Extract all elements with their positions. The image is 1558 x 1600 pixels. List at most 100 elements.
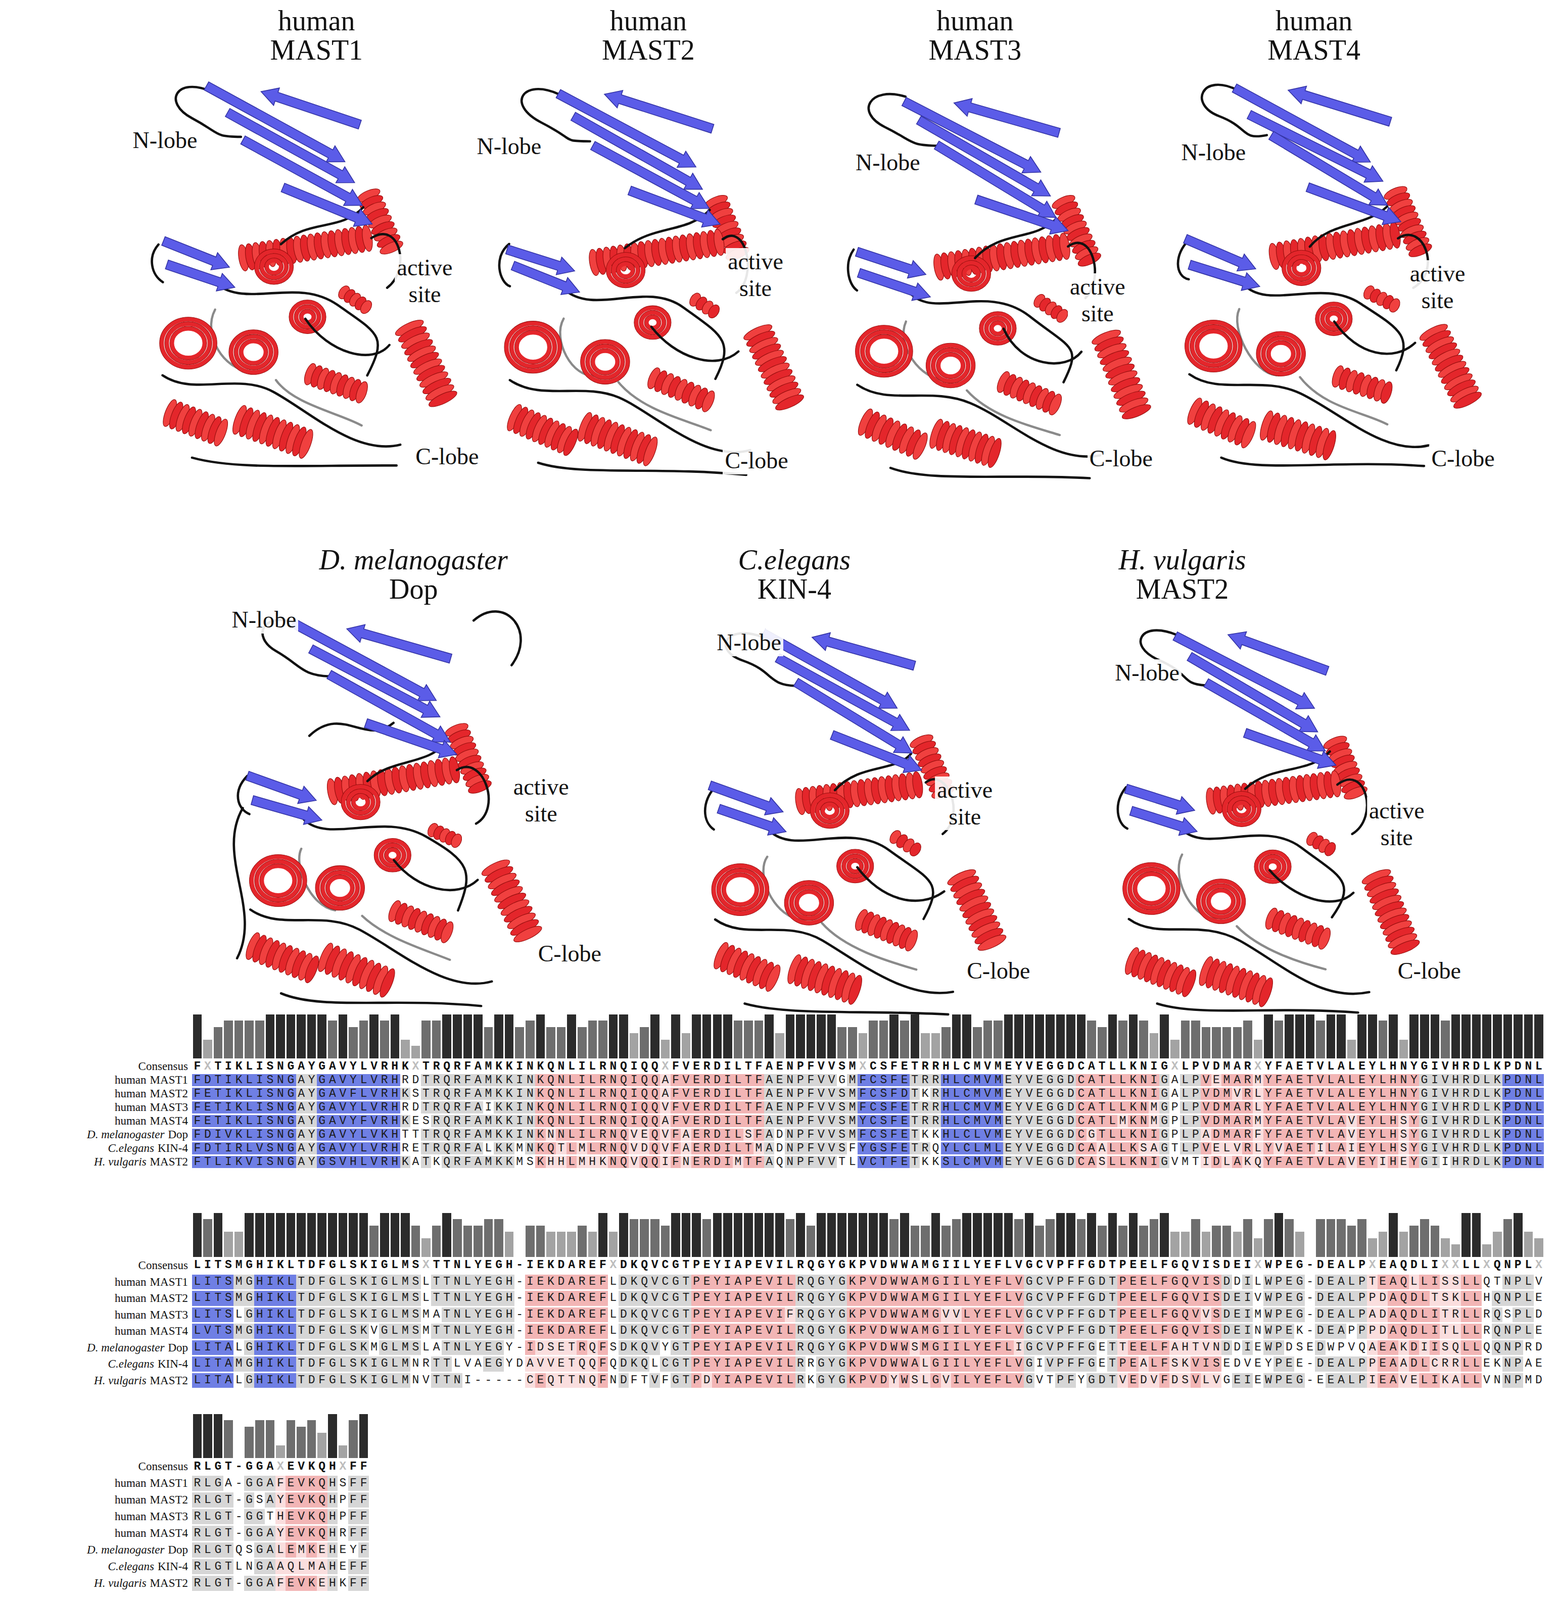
residue: K [1127, 1142, 1139, 1155]
loop [250, 909, 492, 984]
panel-title: MAST2 [1136, 573, 1230, 605]
conservation-bar [1305, 1014, 1315, 1059]
residue: R [1460, 1128, 1472, 1142]
residue: D [1065, 1115, 1077, 1128]
residue: I [1429, 1128, 1441, 1142]
helix-end-on [1282, 250, 1321, 286]
conservation-bar [577, 1027, 587, 1059]
residue: C [868, 1115, 879, 1128]
helix-ring [296, 306, 319, 327]
helix-ring [375, 840, 409, 871]
conservation-bar [639, 1027, 649, 1059]
residue: F [670, 1128, 682, 1142]
helix-ring-edge [1127, 867, 1175, 911]
residue: Y [306, 1060, 317, 1073]
residue: K [1127, 1101, 1139, 1114]
helix-turn [358, 298, 374, 316]
residue: A [1086, 1088, 1098, 1101]
residue: A [1086, 1115, 1098, 1128]
residue: H [940, 1115, 952, 1128]
alpha-helix [229, 403, 316, 460]
helix-ring-edge [580, 339, 630, 385]
residue: A [1086, 1142, 1098, 1155]
residue: K [535, 1088, 546, 1101]
conservation-bar [795, 1014, 806, 1059]
residue: M [1221, 1074, 1233, 1087]
helix-turn [763, 963, 784, 994]
helix-ring [235, 336, 271, 368]
helix-end-on [1256, 331, 1306, 376]
residue: F [1273, 1060, 1285, 1073]
alpha-helix [393, 317, 459, 410]
alpha-helix [645, 366, 718, 414]
helix-ring [928, 345, 974, 386]
residue: L [1533, 1115, 1545, 1128]
residue: Q [441, 1074, 453, 1087]
residue: E [639, 1128, 650, 1142]
conservation-bar [1347, 1040, 1357, 1059]
residue: N [784, 1142, 796, 1155]
residue: F [846, 1142, 858, 1155]
helix-ring [867, 336, 901, 366]
residue: R [597, 1101, 609, 1114]
residue: N [607, 1088, 619, 1101]
conservation-bar [1118, 1020, 1128, 1059]
residue: F [805, 1060, 817, 1073]
consensus-sequence: FXTIKLISNGAYGAVYLVRHKXTRQRFAMKKINKQNLILR… [192, 1060, 1544, 1073]
residue: G [1159, 1128, 1170, 1142]
conservation-bar [494, 1014, 504, 1059]
residue: A [473, 1128, 484, 1142]
residue: G [836, 1074, 848, 1087]
residue: D [1512, 1142, 1524, 1155]
residue: Y [1366, 1115, 1378, 1128]
residue: E [1294, 1088, 1305, 1101]
helix-turn [1256, 976, 1276, 1009]
residue: R [379, 1101, 390, 1114]
residue: Y [348, 1074, 359, 1087]
residue: A [1284, 1142, 1295, 1155]
conservation-bar [275, 1014, 286, 1059]
residue: G [868, 1142, 879, 1155]
beta-strand [251, 795, 322, 825]
residue: D [712, 1115, 723, 1128]
residue: R [1460, 1060, 1472, 1073]
residue: V [1023, 1115, 1035, 1128]
helix-turn [1388, 221, 1402, 250]
residue: N [1398, 1060, 1409, 1073]
residue: H [389, 1101, 401, 1114]
conservation-bar [858, 1033, 868, 1059]
panel-title: C.elegans [738, 544, 851, 576]
beta-strand [628, 186, 721, 228]
protein-name: MAST2 [150, 1087, 188, 1101]
residue: A [680, 1128, 692, 1142]
residue: Q [639, 1060, 650, 1073]
residue: E [410, 1115, 421, 1128]
residue: G [316, 1128, 328, 1142]
helix-turn [296, 428, 316, 460]
conservation-bar [244, 1020, 254, 1059]
residue: G [1419, 1060, 1430, 1073]
beta-strand [261, 87, 362, 129]
residue: I [576, 1074, 588, 1087]
sequence-name: C.elegansKIN-4 [0, 1142, 188, 1155]
alpha-helix [946, 866, 1009, 954]
residue: G [285, 1074, 297, 1087]
residue: V [659, 1142, 671, 1155]
residue: T [1169, 1142, 1180, 1155]
residue: F [192, 1101, 203, 1114]
residue: G [1419, 1142, 1430, 1155]
residue: Q [649, 1128, 660, 1142]
residue: R [379, 1088, 390, 1101]
residue: Y [1366, 1088, 1378, 1101]
residue: L [732, 1101, 744, 1114]
residue: R [431, 1128, 442, 1142]
conservation-bar [1503, 1014, 1513, 1059]
conservation-bar [359, 1020, 369, 1059]
residue: I [514, 1101, 526, 1114]
residue: F [857, 1074, 869, 1087]
residue: G [1055, 1115, 1066, 1128]
beta-strand [1188, 260, 1260, 291]
conservation-bar [837, 1027, 847, 1059]
residue: E [1356, 1074, 1368, 1087]
residue: A [764, 1101, 775, 1114]
